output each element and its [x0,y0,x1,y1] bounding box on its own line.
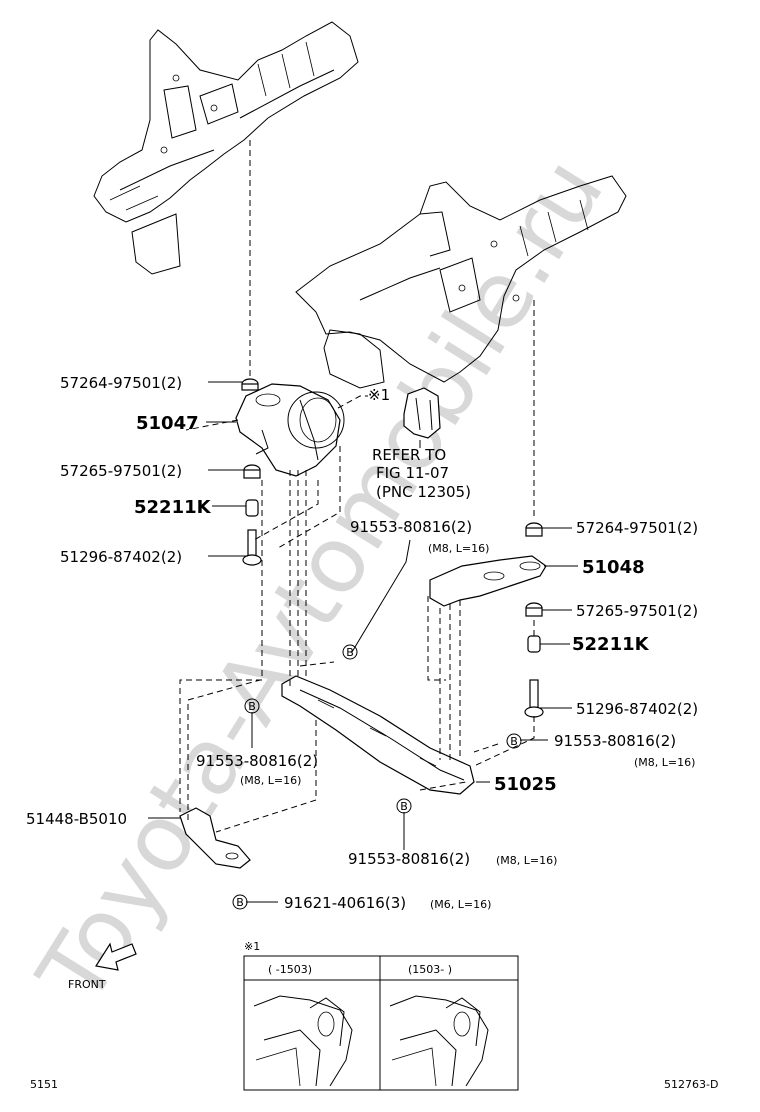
refer-line-3: (PNC 12305) [376,483,471,501]
label-51296-right: 51296-87402(2) [576,700,698,718]
assembly-dashed-lines [179,140,535,833]
label-51025: 51025 [494,774,557,795]
label-91553-center: 91553-80816(2) [350,518,472,536]
footer-right-code: 512763-D [664,1078,718,1091]
callout-b-left: B [244,698,260,714]
label-91553-right: 91553-80816(2) [554,732,676,750]
front-label: FRONT [68,978,106,991]
refer-line-2: FIG 11-07 [376,464,449,482]
watermark-text: Toyota-Avtomobile.ru [17,140,624,1023]
detail-leader [337,395,368,409]
referenced-bracket [403,387,441,439]
callout-b-letter: B [400,800,408,813]
right-engine-mount-bracket [429,555,547,607]
inset-right-header: (1503- ) [408,963,452,976]
inset-mark: ※1 [244,940,260,953]
front-arrow-icon [95,942,137,971]
leader-lines [148,381,578,903]
label-91553-center-sub: (M8, L=16) [428,542,489,555]
callout-b-letter: B [510,735,518,748]
label-51448: 51448-B5010 [26,810,127,828]
inset-detail: ( -1503) (1503- ) [243,955,519,1091]
refer-mark: ※1 [368,386,390,404]
label-91621: 91621-40616(3) [284,894,406,912]
upper-left-frame-rail [93,21,359,275]
lower-bracket [179,807,251,869]
label-51048: 51048 [582,557,645,578]
inset-left-header: ( -1503) [268,963,312,976]
footer-left-code: 5151 [30,1078,58,1091]
detail-circle [287,391,345,449]
label-91553-bottom: 91553-80816(2) [348,850,470,868]
label-51047: 51047 [136,413,199,434]
callout-b-letter: B [248,700,256,713]
left-fastener-stack [241,378,262,566]
callout-b-bottom: B [396,798,412,814]
label-91553-bottom-sub: (M8, L=16) [496,854,557,867]
label-57265-right: 57265-97501(2) [576,602,698,620]
label-91553-left: 91553-80816(2) [196,752,318,770]
label-51296-left: 51296-87402(2) [60,548,182,566]
label-57265-left: 57265-97501(2) [60,462,182,480]
label-91553-left-sub: (M8, L=16) [240,774,301,787]
label-91553-right-sub: (M8, L=16) [634,756,695,769]
label-91621-sub: (M6, L=16) [430,898,491,911]
upper-right-frame-rail [295,175,627,389]
refer-line-1: REFER TO [372,446,446,464]
label-52211k-left: 52211K [134,497,212,518]
callout-b-lower: B [232,894,248,910]
callout-b-right: B [506,733,522,749]
callout-b-center: B [342,644,358,660]
front-crossmember [281,675,475,795]
callout-b-letter: B [346,646,354,659]
callout-b-letter: B [236,896,244,909]
label-52211k-right: 52211K [572,634,650,655]
label-57264-right: 57264-97501(2) [576,519,698,537]
label-57264-top: 57264-97501(2) [60,374,182,392]
left-engine-mount-bracket [235,383,341,477]
